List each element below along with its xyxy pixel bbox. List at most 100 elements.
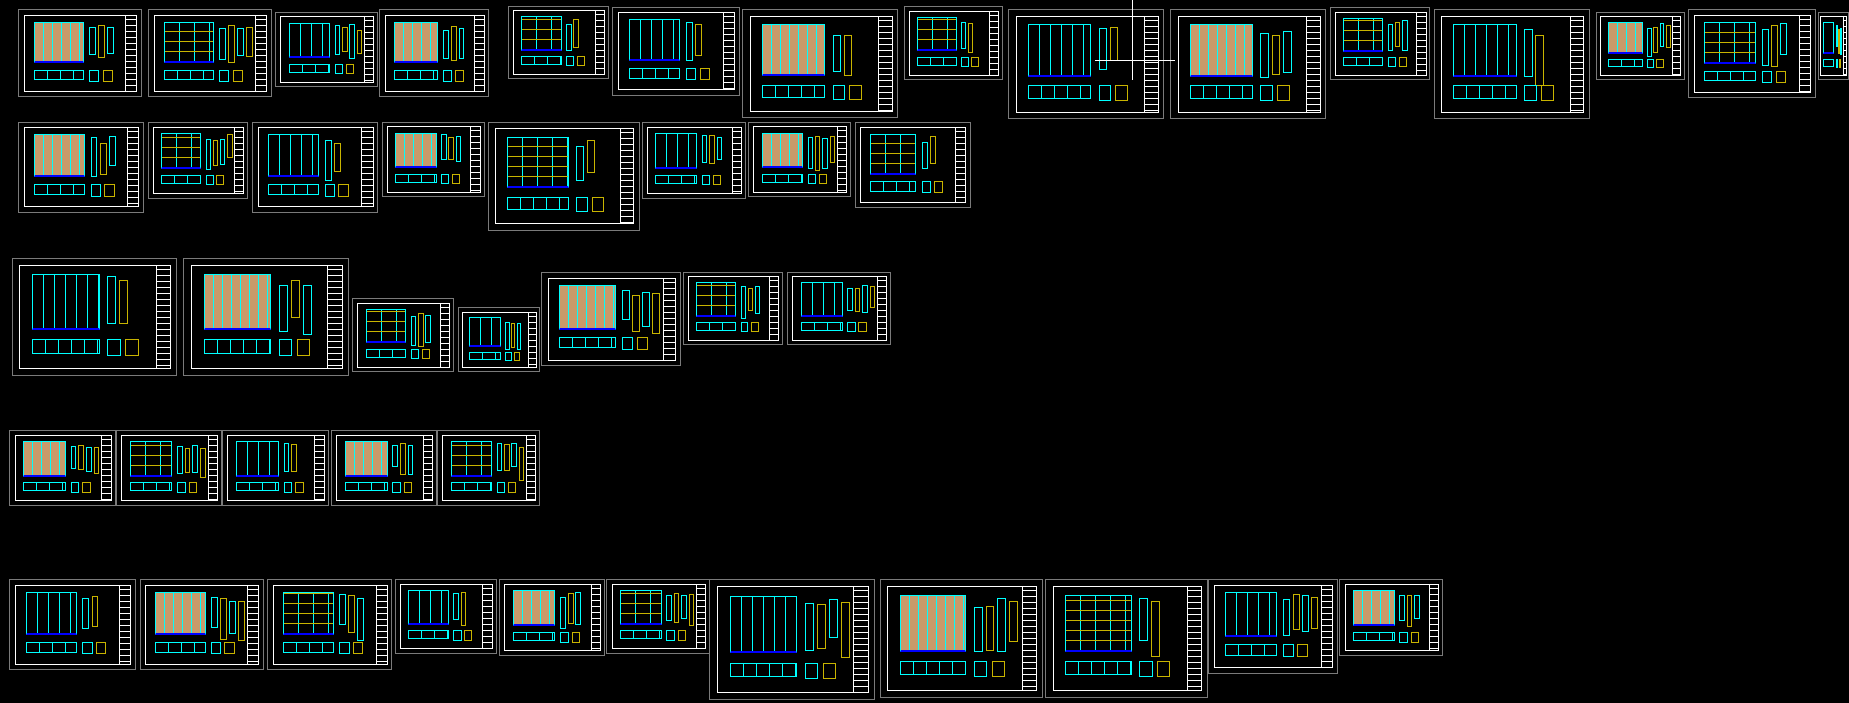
drawing-sheet[interactable]: [275, 11, 379, 88]
section-detail: [695, 23, 703, 56]
drawing-sheet[interactable]: [1688, 9, 1816, 99]
drawing-sheet[interactable]: [1434, 9, 1591, 120]
elevation-drawing: [408, 589, 449, 625]
section-detail: [356, 30, 363, 55]
elevation-drawing: [393, 21, 438, 63]
drawing-sheet[interactable]: [331, 430, 438, 506]
drawing-sheet[interactable]: [11, 257, 178, 376]
section-detail: [107, 276, 117, 325]
sheet-frame: [1820, 16, 1848, 77]
drawing-sheet[interactable]: [854, 121, 971, 209]
detail-callout: [740, 322, 749, 333]
section-detail: [1761, 28, 1769, 67]
drawing-sheet[interactable]: [147, 9, 272, 97]
drawing-sheet[interactable]: [1596, 11, 1685, 81]
detail-callout: [960, 57, 969, 68]
elevation-drawing: [761, 132, 804, 168]
section-detail: [575, 145, 584, 182]
drawing-sheet[interactable]: [222, 430, 329, 506]
drawing-sheet[interactable]: [17, 121, 145, 213]
drawing-sheet[interactable]: [508, 5, 609, 80]
sheet-frame: [1334, 11, 1427, 76]
drawing-sheet[interactable]: [879, 579, 1043, 698]
drawing-sheet[interactable]: [709, 579, 875, 700]
drawing-sheet[interactable]: [115, 430, 223, 506]
drawing-sheet[interactable]: [394, 579, 497, 654]
section-detail: [220, 139, 226, 165]
drawing-sheet[interactable]: [748, 121, 852, 198]
section-detail: [573, 19, 579, 48]
drawing-sheet[interactable]: [1045, 579, 1209, 698]
drawing-sheet[interactable]: [787, 271, 892, 346]
drawing-sheet[interactable]: [904, 5, 1003, 81]
drawing-sheet[interactable]: [9, 579, 136, 671]
drawing-sheet[interactable]: [267, 579, 393, 671]
sheet-frame: [357, 302, 450, 368]
plan-view: [869, 181, 917, 192]
elevation-drawing: [1027, 24, 1092, 77]
drawing-sheet[interactable]: [606, 579, 711, 654]
drawing-sheet[interactable]: [1330, 7, 1431, 81]
elevation-drawing: [160, 132, 202, 169]
drawing-sheet[interactable]: [381, 121, 485, 198]
section-detail: [621, 290, 630, 320]
detail-callout: [219, 69, 230, 82]
sheet-frame: [384, 14, 486, 92]
detail-callout: [211, 641, 222, 655]
section-detail: [1283, 30, 1292, 74]
detail-callout: [666, 630, 675, 641]
drawing-sheet[interactable]: [1008, 9, 1165, 120]
section-detail: [1139, 597, 1149, 641]
drawing-sheet[interactable]: [541, 271, 681, 367]
detail-callout: [232, 69, 243, 82]
drawing-sheet[interactable]: [352, 297, 454, 373]
plan-view: [450, 482, 493, 492]
elevation-drawing: [23, 441, 66, 477]
drawing-sheet[interactable]: [641, 121, 746, 199]
drawing-sheet[interactable]: [437, 430, 541, 506]
section-detail: [399, 442, 406, 475]
title-block: [327, 265, 342, 369]
drawing-sheet[interactable]: [742, 9, 899, 119]
drawing-sheet[interactable]: [457, 307, 541, 373]
drawing-sheet[interactable]: [9, 430, 116, 506]
detail-callout: [102, 69, 113, 82]
drawing-sheet[interactable]: [17, 9, 142, 97]
drawing-sheet[interactable]: [488, 121, 640, 231]
drawing-sheet[interactable]: [612, 7, 741, 96]
drawing-sheet[interactable]: [147, 121, 249, 199]
section-detail: [1271, 35, 1281, 75]
drawing-sheet[interactable]: [1170, 9, 1327, 120]
detail-callout: [592, 196, 605, 212]
drawing-sheet[interactable]: [379, 9, 490, 97]
drawing-sheet[interactable]: [139, 579, 264, 671]
section-detail: [205, 138, 212, 171]
section-detail: [985, 606, 995, 652]
drawing-sheet[interactable]: [498, 579, 606, 657]
detail-callout: [1647, 58, 1655, 69]
drawing-sheet[interactable]: [1818, 11, 1849, 81]
sheet-frame: [273, 584, 388, 665]
section-detail: [1283, 599, 1291, 637]
title-block: [474, 15, 485, 91]
detail-callout: [188, 482, 198, 493]
drawing-sheet[interactable]: [1208, 579, 1339, 674]
section-detail: [407, 445, 414, 475]
elevation-drawing: [395, 132, 437, 168]
section-detail: [1399, 595, 1405, 621]
elevation-drawing: [155, 591, 206, 635]
title-block: [594, 11, 604, 74]
drawing-sheet[interactable]: [1339, 579, 1444, 657]
title-block: [1842, 17, 1847, 76]
drawing-sheet[interactable]: [251, 121, 379, 213]
section-detail: [496, 443, 503, 471]
drawing-sheet[interactable]: [683, 271, 783, 346]
section-detail: [716, 136, 723, 160]
title-block: [375, 585, 387, 664]
section-detail: [807, 136, 814, 169]
section-detail: [99, 143, 107, 175]
section-detail: [418, 312, 424, 348]
title-block: [954, 127, 966, 202]
drawing-sheet[interactable]: [183, 257, 349, 376]
